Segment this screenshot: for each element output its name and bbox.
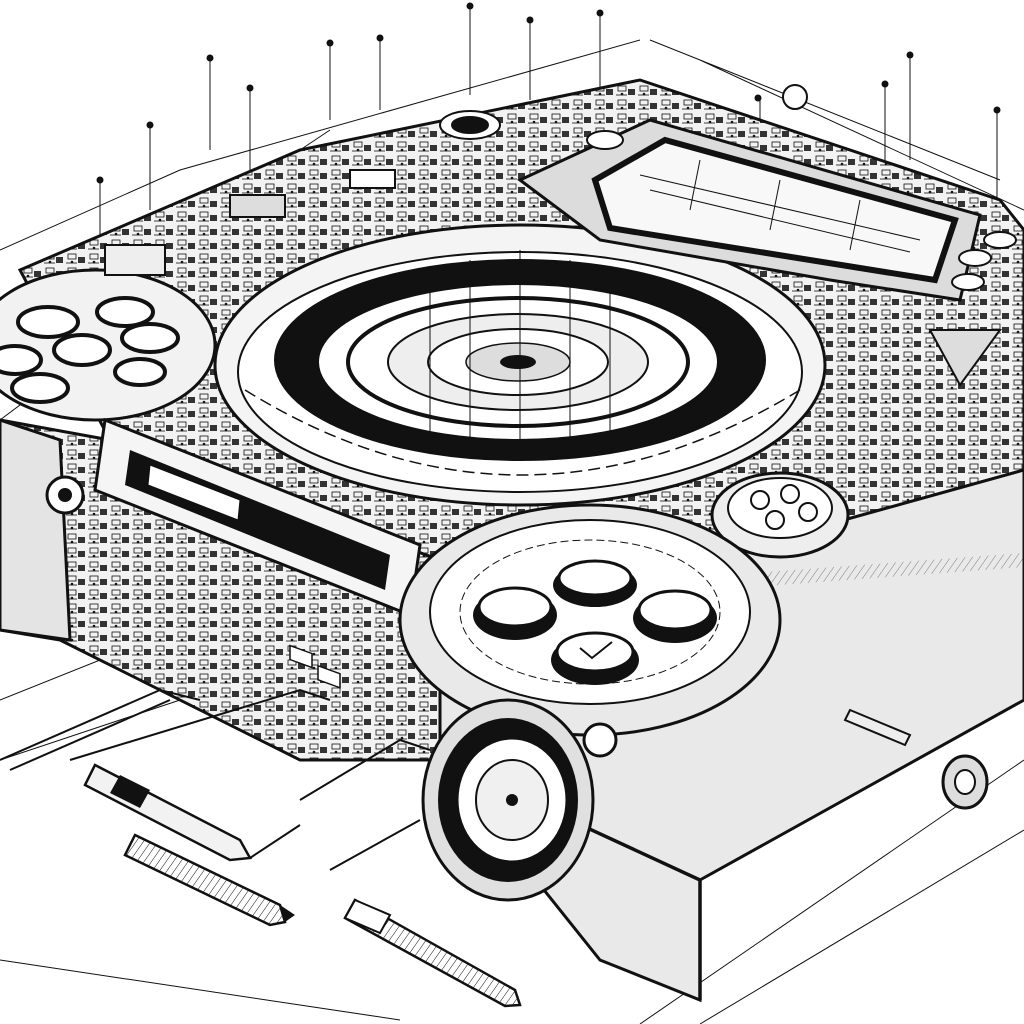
display-panel <box>517 118 982 302</box>
front-speaker <box>421 698 595 902</box>
disc-drive <box>213 223 827 507</box>
display-screen <box>591 136 959 284</box>
stylus-pen-2 <box>123 833 295 927</box>
stylus-pen-1 <box>83 763 301 862</box>
controller-pad <box>398 503 782 737</box>
side-port <box>582 722 618 758</box>
pad-button-top <box>553 559 637 607</box>
stylus-pen-3 <box>343 898 522 1008</box>
side-rod <box>843 708 912 747</box>
cables <box>0 688 431 871</box>
left-button-cluster <box>0 268 217 422</box>
pad-button-bottom <box>551 631 639 685</box>
left-speaker-block <box>0 418 85 642</box>
pad-button-right <box>633 589 717 643</box>
top-components <box>104 84 808 276</box>
pad-button-left <box>473 586 557 640</box>
small-dial <box>710 471 850 559</box>
loose-gear <box>941 754 989 810</box>
right-side-buttons <box>928 231 1017 387</box>
cartridge-slot <box>93 417 422 689</box>
